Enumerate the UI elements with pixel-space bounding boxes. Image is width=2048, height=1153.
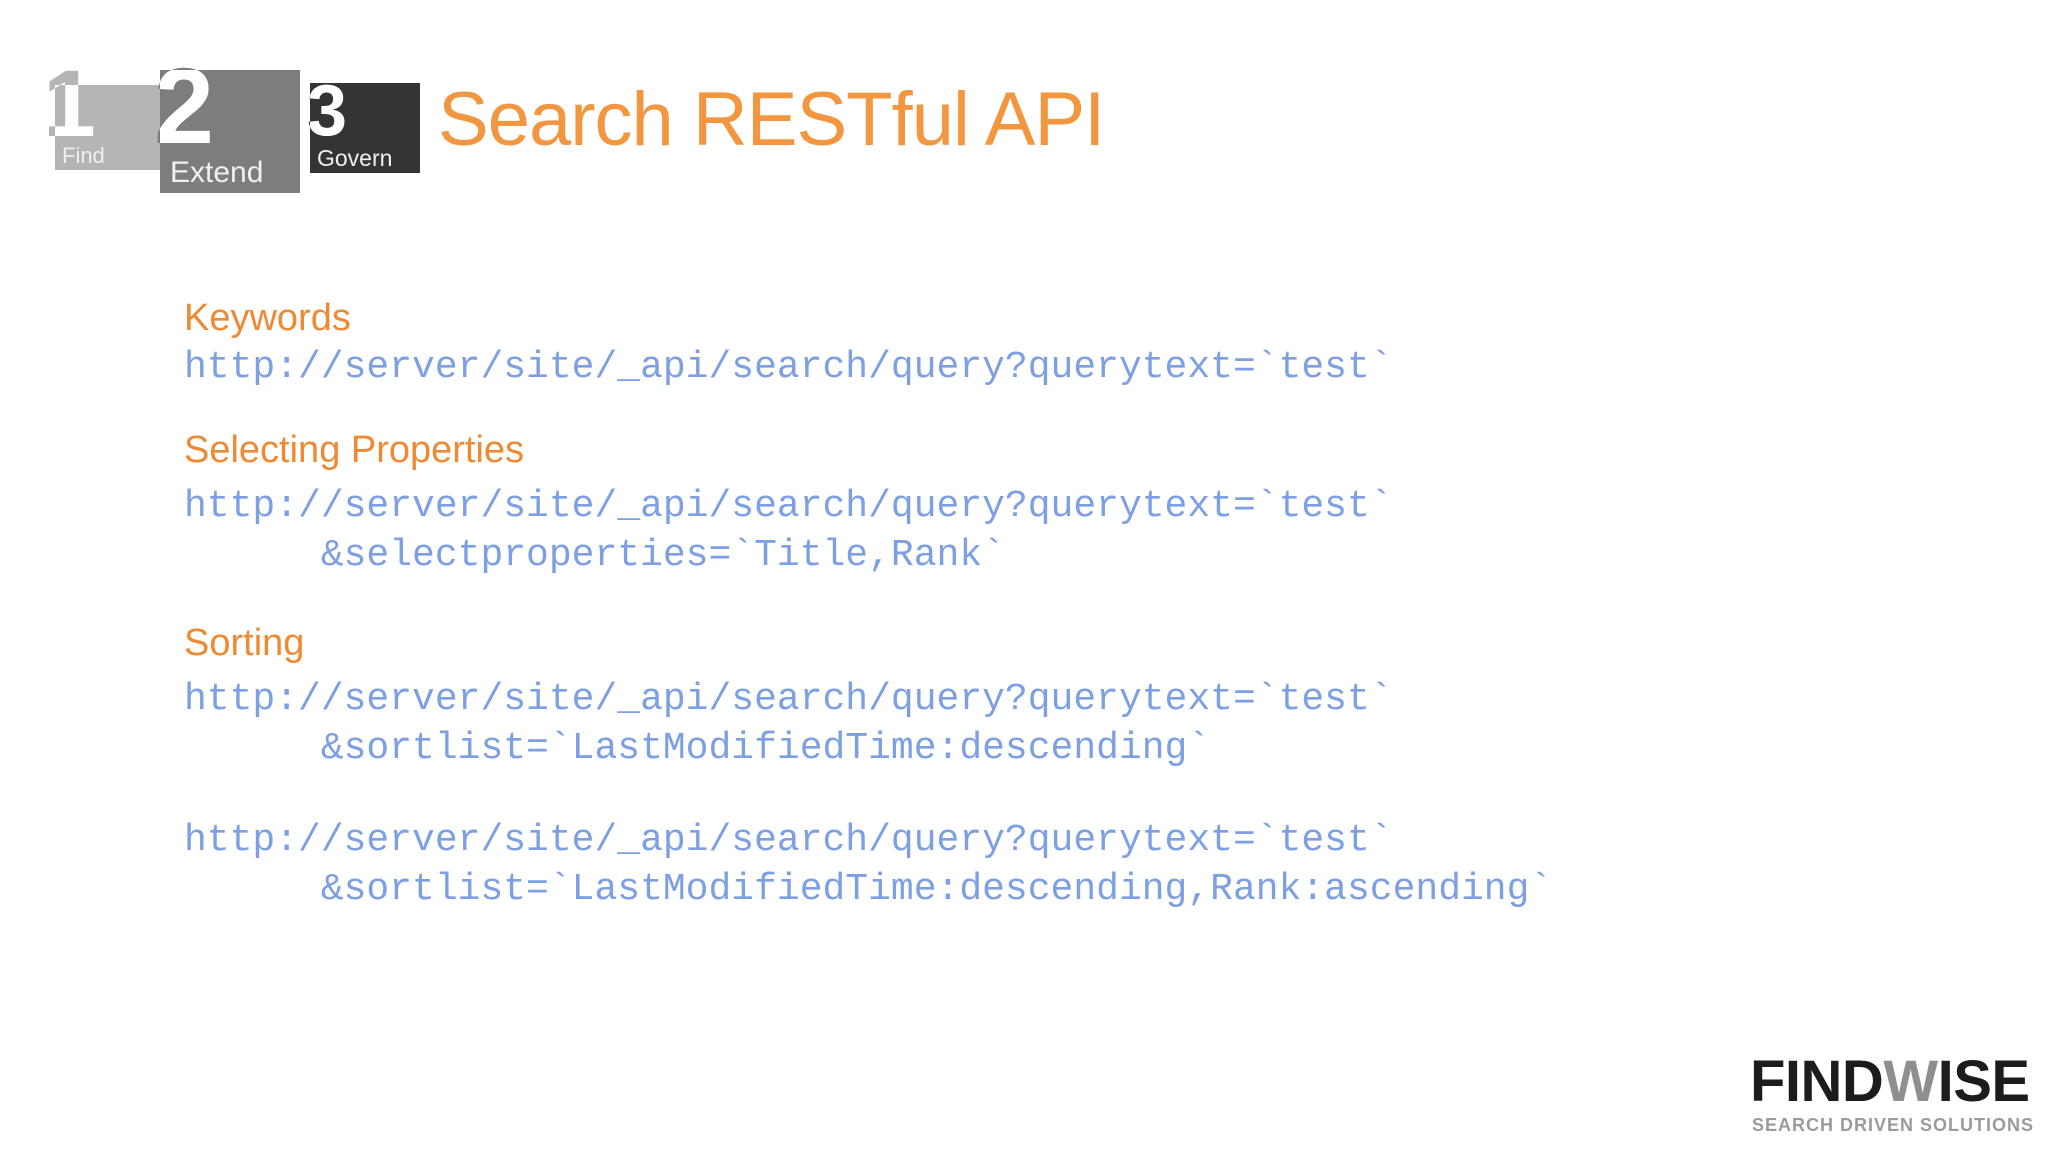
findwise-logo-left: FIND [1750, 1049, 1884, 1114]
step-number-2: 2 [160, 70, 214, 166]
step-box-extend: 2 Extend [160, 70, 300, 193]
step-label-extend: Extend [170, 155, 264, 189]
section-header-keywords: Keywords [184, 297, 351, 339]
findwise-logo: FINDWISE [1750, 1052, 2030, 1112]
step-number-1: 1 [55, 85, 96, 157]
step-tile-extend: 2 2 Extend [154, 52, 300, 193]
step-number-3: 3 [310, 83, 347, 151]
findwise-tagline: SEARCH DRIVEN SOLUTIONS [1752, 1115, 2035, 1135]
code-block-sorting-1: http://server/site/_api/search/query?que… [184, 678, 1393, 770]
step-label-find: Find [62, 142, 105, 168]
section-header-sorting: Sorting [184, 622, 305, 664]
step-box-find: 1 Find [55, 85, 160, 170]
step-tile-govern: 3 3 Govern [307, 75, 420, 173]
code-block-selecting-properties: http://server/site/_api/search/query?que… [184, 485, 1393, 577]
section-header-selecting-properties: Selecting Properties [184, 429, 525, 471]
steps-logo: 1 1 Find 2 2 Extend 3 3 Govern [0, 0, 440, 210]
code-block-sorting-2: http://server/site/_api/search/query?que… [184, 819, 1553, 911]
findwise-logo-w: W [1883, 1049, 1938, 1114]
code-block-keywords: http://server/site/_api/search/query?que… [184, 346, 1393, 389]
slide-title: Search RESTful API [438, 77, 1105, 162]
step-box-govern: 3 Govern [310, 83, 420, 173]
step-tile-find: 1 1 Find [43, 57, 160, 170]
findwise-logo-right: ISE [1937, 1049, 2031, 1114]
step-label-govern: Govern [317, 144, 393, 171]
